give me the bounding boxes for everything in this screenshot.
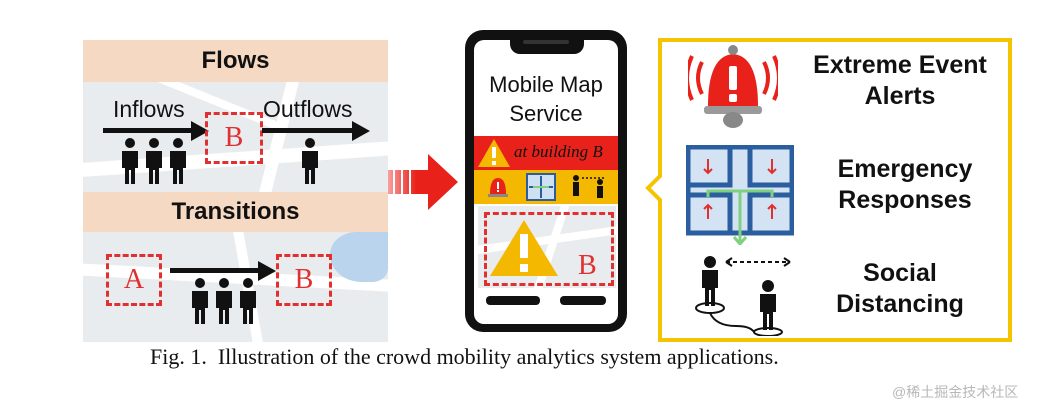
phone-nav-button-right[interactable] — [560, 296, 606, 305]
figure-caption: Fig. 1. Illustration of the crowd mobili… — [150, 344, 779, 369]
phone-header: Mobile Map Service — [489, 72, 603, 126]
crowd-transition-icon — [192, 278, 256, 324]
pipeline-arrow-icon — [388, 154, 458, 210]
app-title-extreme-event-alerts: Extreme Event Alerts — [813, 51, 987, 110]
inflows-arrow — [103, 128, 193, 133]
transition-origin-box: A — [106, 254, 162, 306]
outflows-arrow — [262, 128, 354, 133]
alert-banner-text: at building B — [514, 142, 603, 161]
transition-arrow — [170, 268, 260, 273]
social-distancing-icon — [695, 256, 791, 336]
app-title-emergency-responses: Emergency Responses — [837, 155, 973, 214]
app-title-social-distancing: Social Distancing — [836, 259, 964, 318]
watermark: @稀土掘金技术社区 — [892, 384, 1019, 400]
flows-title: Flows — [83, 40, 388, 82]
alarm-bell-icon — [488, 178, 508, 197]
outflows-label: Outflows — [263, 96, 353, 122]
flow-region-box: B — [205, 112, 263, 164]
evacuation-plan-icon — [526, 173, 556, 201]
alarm-bell-icon — [688, 45, 778, 128]
inflows-label: Inflows — [113, 96, 185, 122]
transition-destination-box: B — [276, 254, 332, 306]
phone-nav-button-left[interactable] — [486, 296, 540, 305]
crowd-inflow-icon — [122, 138, 186, 184]
phone-notch — [510, 36, 584, 54]
map-warning-icon — [490, 220, 558, 276]
transitions-title: Transitions — [83, 192, 388, 232]
social-distancing-icon — [573, 175, 606, 198]
warning-triangle-icon — [478, 139, 510, 167]
applications-bracket — [645, 38, 1012, 342]
map-highlight-box — [484, 212, 614, 286]
evacuation-plan-icon — [686, 145, 794, 245]
map-region-label: B — [578, 250, 597, 281]
person-outflow-icon — [302, 138, 318, 184]
